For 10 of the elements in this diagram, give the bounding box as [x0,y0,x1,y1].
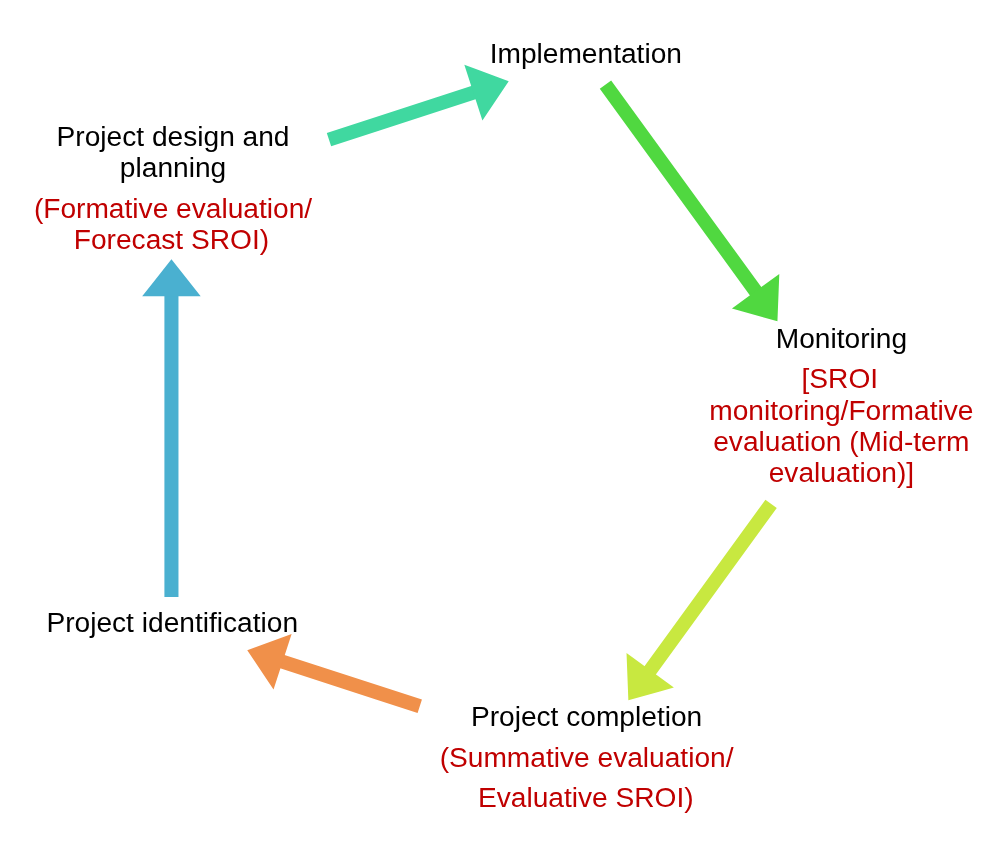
node-text: Project design and planning (Formative evaluation/ Forecast SROI) [33,121,313,256]
arrow [326,64,509,147]
node-text: Monitoring [SROI monitoring/Formative evaluation (Mid-term evaluation)] [709,322,974,489]
arrow [626,499,777,701]
arrow [142,259,201,598]
node-text: Project completion (Summative evaluation/ Evaluative SROI) [439,701,734,814]
arrow [599,80,780,322]
arrow [247,633,422,713]
node-text: Implementation [489,38,682,70]
node-text: Project identification [46,607,299,639]
